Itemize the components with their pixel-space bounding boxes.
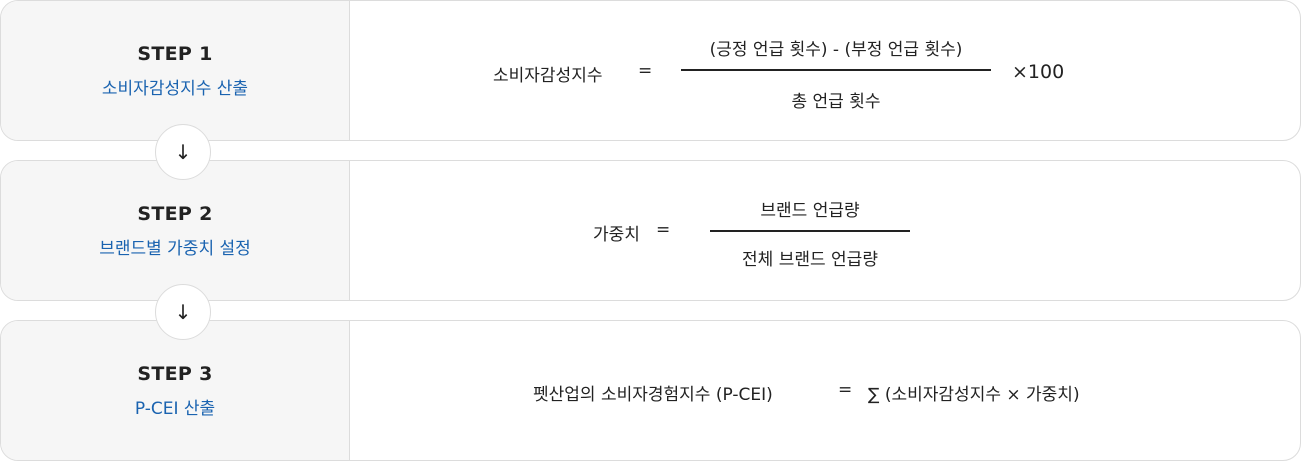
step-1-card: STEP 1 소비자감성지수 산출 소비자감성지수 = (긍정 언급 횟수) -… [0, 0, 1301, 141]
step-3-header: STEP 3 P-CEI 산출 [1, 321, 350, 460]
step-2-header: STEP 2 브랜드별 가중치 설정 [1, 161, 350, 300]
step-2-card: STEP 2 브랜드별 가중치 설정 가중치 = 브랜드 언급량 전체 브랜드 … [0, 160, 1301, 301]
fraction-bar [710, 230, 910, 232]
formula-lhs: 소비자감성지수 [493, 66, 603, 86]
step-1-label: STEP 1 [137, 42, 213, 65]
down-arrow-icon: ↓ [155, 284, 211, 340]
formula-denominator: 총 언급 횟수 [791, 92, 881, 112]
step-3-formula: 펫산업의 소비자경험지수 (P-CEI) = ∑ (소비자감성지수 × 가중치) [350, 321, 1300, 460]
formula-denominator: 전체 브랜드 언급량 [742, 250, 878, 270]
equals-sign: = [838, 380, 853, 400]
formula-numerator: (긍정 언급 횟수) - (부정 언급 횟수) [709, 40, 963, 60]
step-1-formula: 소비자감성지수 = (긍정 언급 횟수) - (부정 언급 횟수) 총 언급 횟… [350, 1, 1300, 140]
equals-sign: = [638, 61, 653, 81]
step-2-formula: 가중치 = 브랜드 언급량 전체 브랜드 언급량 [350, 161, 1300, 300]
step-3-title: P-CEI 산출 [134, 398, 216, 419]
down-arrow-icon: ↓ [155, 124, 211, 180]
step-1-header: STEP 1 소비자감성지수 산출 [1, 1, 350, 140]
formula-multiplier: ×100 [1012, 61, 1065, 83]
equals-sign: = [656, 220, 671, 240]
fraction-bar [681, 69, 991, 71]
formula-lhs: 가중치 [593, 225, 640, 245]
formula-lhs: 펫산업의 소비자경험지수 (P-CEI) [533, 385, 773, 405]
step-2-label: STEP 2 [137, 202, 213, 225]
formula-numerator: 브랜드 언급량 [760, 201, 860, 221]
formula-rhs: ∑ (소비자감성지수 × 가중치) [868, 385, 1080, 405]
step-1-title: 소비자감성지수 산출 [101, 78, 249, 99]
step-2-title: 브랜드별 가중치 설정 [99, 238, 251, 259]
step-3-label: STEP 3 [137, 362, 213, 385]
step-3-card: STEP 3 P-CEI 산출 펫산업의 소비자경험지수 (P-CEI) = ∑… [0, 320, 1301, 461]
